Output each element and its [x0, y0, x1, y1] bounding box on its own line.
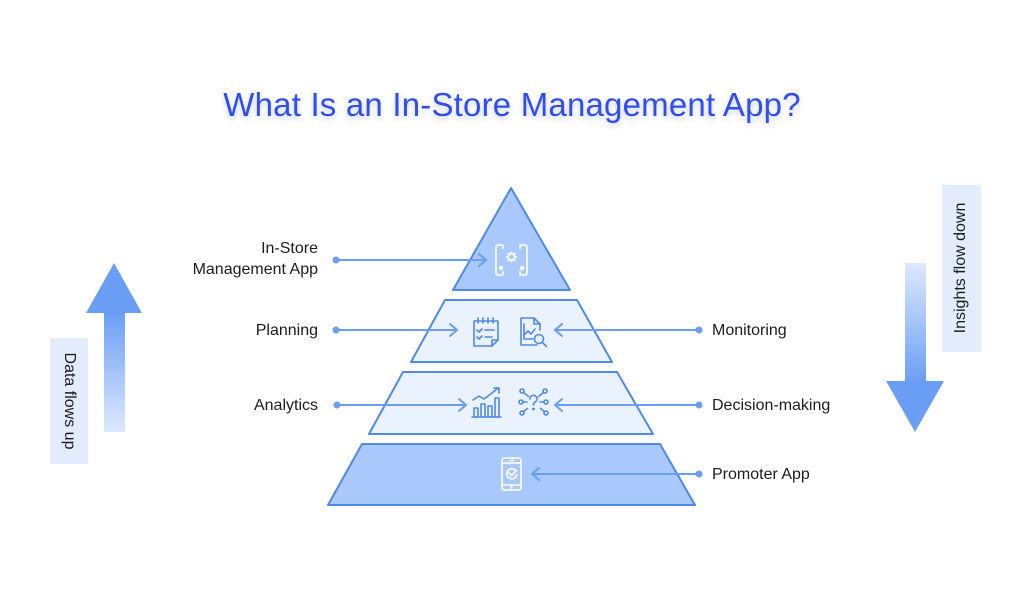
connector-promoter-app: [530, 467, 703, 481]
insights-flow-down-box: [942, 185, 981, 352]
label-planning: Planning: [255, 322, 318, 339]
checklist-notepad-icon: [473, 317, 499, 347]
connector-analytics: [333, 398, 468, 412]
connector-in-store-app: [332, 253, 488, 267]
label-in-store-management-app: In-Store Management App: [192, 240, 318, 278]
pyramid-tier-3: [368, 371, 654, 435]
insights-flow-down-arrow: [886, 263, 944, 432]
insights-flow-down-label: Insights flow down: [952, 202, 969, 334]
label-promoter-app: Promoter App: [712, 466, 810, 483]
connector-decision-making: [553, 398, 703, 412]
data-flows-up-box: [50, 338, 88, 464]
connector-monitoring: [553, 323, 703, 337]
connector-planning: [332, 323, 459, 337]
label-decision-making: Decision-making: [712, 397, 831, 414]
label-monitoring: Monitoring: [712, 322, 787, 339]
label-analytics: Analytics: [253, 397, 318, 414]
mobile-check-icon: [501, 457, 522, 491]
data-flows-up-arrow: [86, 263, 142, 432]
pyramid-tier-2: [410, 299, 613, 363]
chart-search-icon: [520, 317, 548, 348]
page-title: What Is an In-Store Management App?: [223, 86, 801, 123]
app-settings-icon: [495, 244, 528, 276]
growth-bar-chart-icon: [471, 387, 502, 418]
decision-network-icon: [518, 388, 549, 416]
pyramid-tier-1: [452, 187, 571, 291]
data-flows-up-label: Data flows up: [61, 352, 78, 450]
